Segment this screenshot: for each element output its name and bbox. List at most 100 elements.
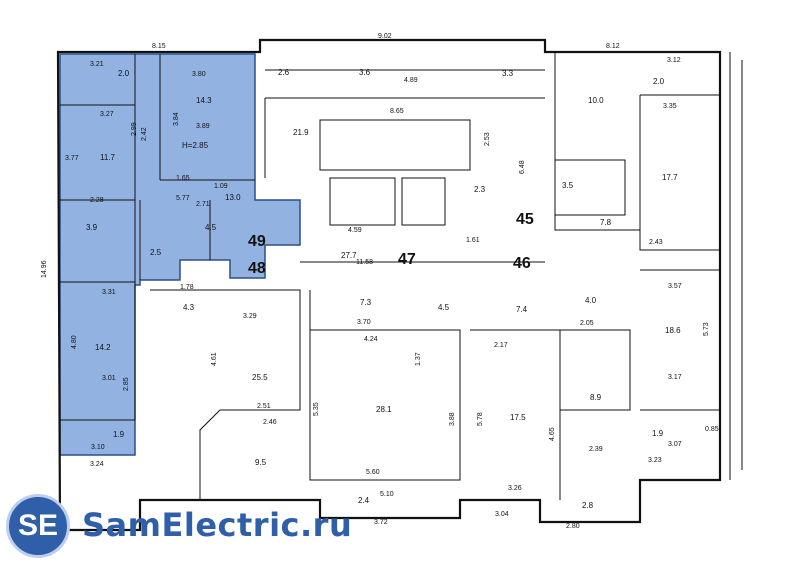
samelectric-logo: SE SamElectric.ru	[6, 488, 366, 564]
room-label: 2.3	[474, 185, 486, 194]
room-label: 4.0	[585, 296, 597, 305]
dimension-label: 4.80	[71, 335, 78, 349]
dimension-label: 14.96	[41, 260, 48, 278]
dimension-label: 3.23	[648, 457, 662, 464]
dimension-label: 4.89	[404, 77, 418, 84]
room-label: 25.5	[252, 373, 268, 382]
dimension-label: 1.65	[176, 175, 190, 182]
dimension-label: 5.77	[176, 195, 190, 202]
dimension-label: 4.24	[364, 336, 378, 343]
dimension-label: 9.02	[378, 33, 392, 40]
dimension-label: 3.29	[243, 313, 257, 320]
dimension-label: 3.24	[90, 461, 104, 468]
dimension-label: 1.61	[466, 237, 480, 244]
room-label: 27.7	[341, 251, 357, 260]
room-label: 17.7	[662, 173, 678, 182]
dimension-label: 3.88	[449, 412, 456, 426]
dimension-label: 4.61	[211, 352, 218, 366]
dimension-label: 5.78	[477, 412, 484, 426]
dimension-label: 2.28	[90, 197, 104, 204]
dimension-label: 1.09	[214, 183, 228, 190]
room-label: 1.9	[113, 430, 125, 439]
room-label: 3.5	[562, 181, 574, 190]
dimension-label: 3.01	[102, 375, 116, 382]
room-label: 14.3	[196, 96, 212, 105]
dimension-label: 1.78	[180, 284, 194, 291]
room-labels: 14.3 11.7 13.0 3.9 2.5 4.5 14.2 1.9 21.9…	[86, 68, 681, 510]
room-label: 7.8	[600, 218, 612, 227]
dimension-label: 1.37	[415, 352, 422, 366]
ceiling-height-note: H=2.85	[182, 141, 209, 150]
room-label: 2.4	[358, 496, 370, 505]
dimension-label: 6.48	[519, 160, 526, 174]
room-label: 18.6	[665, 326, 681, 335]
room-label: 11.7	[100, 153, 116, 162]
dimension-label: 5.60	[366, 469, 380, 476]
dimension-label: 5.35	[313, 402, 320, 416]
apartment-number-49: 49	[248, 233, 266, 250]
dimension-label: 2.05	[580, 320, 594, 327]
apartment-number-48: 48	[248, 260, 266, 277]
apartment-numbers: 45 46 47 48 49	[248, 211, 534, 277]
room-label: 3.9	[86, 223, 98, 232]
dimension-label: 3.21	[90, 61, 104, 68]
dimension-label: 2.51	[257, 403, 271, 410]
room-label: 2.6	[278, 68, 290, 77]
dimension-label: 3.89	[196, 123, 210, 130]
dimension-label: 5.10	[380, 491, 394, 498]
room-label: 7.4	[516, 305, 528, 314]
apartment-number-45: 45	[516, 211, 534, 228]
room-label: 1.9	[652, 429, 664, 438]
dimension-label: 4.65	[549, 427, 556, 441]
room-label: 10.0	[588, 96, 604, 105]
apartment-number-47: 47	[398, 251, 416, 268]
dimension-label: 3.31	[102, 289, 116, 296]
apartment-number-46: 46	[513, 255, 531, 272]
room-label: 14.2	[95, 343, 111, 352]
room-label: 2.0	[653, 77, 665, 86]
dimension-label: 3.77	[65, 155, 79, 162]
dimension-label: 3.07	[668, 441, 682, 448]
dimension-label: 2.39	[589, 446, 603, 453]
dimension-label: 3.35	[663, 103, 677, 110]
room-label: 2.5	[150, 248, 162, 257]
dimension-label: 2.46	[263, 419, 277, 426]
interior-walls	[60, 52, 720, 500]
dimension-label: 2.53	[484, 132, 491, 146]
logo-text: SamElectric.ru	[82, 506, 353, 544]
dimension-label: 8.12	[606, 43, 620, 50]
dimension-label: 11.58	[356, 259, 373, 266]
dimension-label: 3.04	[495, 511, 509, 518]
room-label: 4.5	[438, 303, 450, 312]
dimension-label: 3.72	[374, 519, 388, 526]
dimension-label: 2.71	[196, 201, 210, 208]
dimension-label: 3.57	[668, 283, 682, 290]
dimension-labels: 8.15 9.02 8.12 3.21 3.12 3.80 3.27 4.89 …	[41, 33, 719, 530]
room-label: 21.9	[293, 128, 309, 137]
room-label: 28.1	[376, 405, 392, 414]
room-label: 7.3	[360, 298, 372, 307]
logo-mark: SE	[6, 494, 70, 558]
dimension-label: 3.27	[100, 111, 114, 118]
dimension-label: 2.42	[141, 127, 148, 141]
room-label: 4.3	[183, 303, 195, 312]
dimension-label: 4.59	[348, 227, 362, 234]
dimension-label: 3.10	[91, 444, 105, 451]
dimension-label: 2.99	[131, 122, 138, 136]
room-label: 17.5	[510, 413, 526, 422]
dimension-label: 2.80	[566, 523, 580, 530]
dimension-label: 0.85	[705, 426, 719, 433]
room-label: 2.0	[118, 69, 130, 78]
room-label: 13.0	[225, 193, 241, 202]
dimension-label: 2.17	[494, 342, 508, 349]
outer-walls	[56, 38, 743, 532]
dimension-label: 8.65	[390, 108, 404, 115]
dimension-label: 8.15	[152, 43, 166, 50]
dimension-label: 5.73	[703, 322, 710, 336]
room-label: 2.8	[582, 501, 594, 510]
dimension-label: 2.85	[123, 377, 130, 391]
dimension-label: 3.80	[192, 71, 206, 78]
room-label: 9.5	[255, 458, 267, 467]
dimension-label: 3.70	[357, 319, 371, 326]
